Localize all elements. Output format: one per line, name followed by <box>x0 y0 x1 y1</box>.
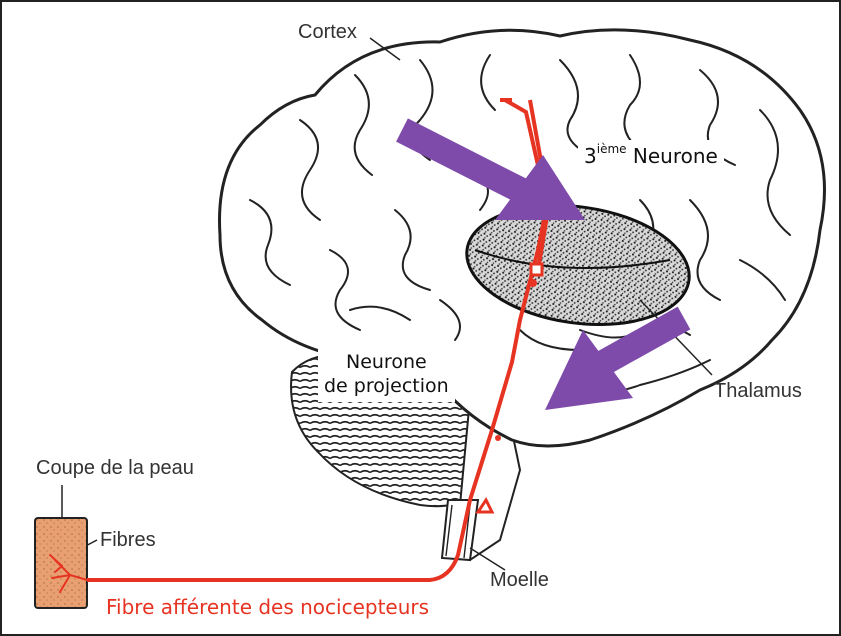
synapse-marker <box>529 279 537 287</box>
label-cortex: Cortex <box>298 22 357 42</box>
label-skin-section: Coupe de la peau <box>36 458 194 478</box>
pathway-dot <box>495 435 501 441</box>
label-third-neuron: 3ième Neurone <box>578 140 724 173</box>
third-neuron-number: 3 <box>584 144 597 168</box>
label-afferent-fiber: Fibre afférente des nocicepteurs <box>106 597 429 617</box>
projection-line-1: Neurone <box>324 351 449 375</box>
skin-block-icon <box>35 518 87 608</box>
moelle-pointer <box>470 548 505 570</box>
label-fibres: Fibres <box>100 530 156 550</box>
label-projection-neuron: Neurone de projection <box>318 348 455 402</box>
third-neuron-word: Neurone <box>627 144 718 168</box>
synapse-thalamus <box>531 264 542 275</box>
projection-line-2: de projection <box>324 375 449 399</box>
label-moelle: Moelle <box>490 570 549 590</box>
third-neuron-superscript: ième <box>597 142 627 156</box>
label-thalamus: Thalamus <box>714 381 802 401</box>
